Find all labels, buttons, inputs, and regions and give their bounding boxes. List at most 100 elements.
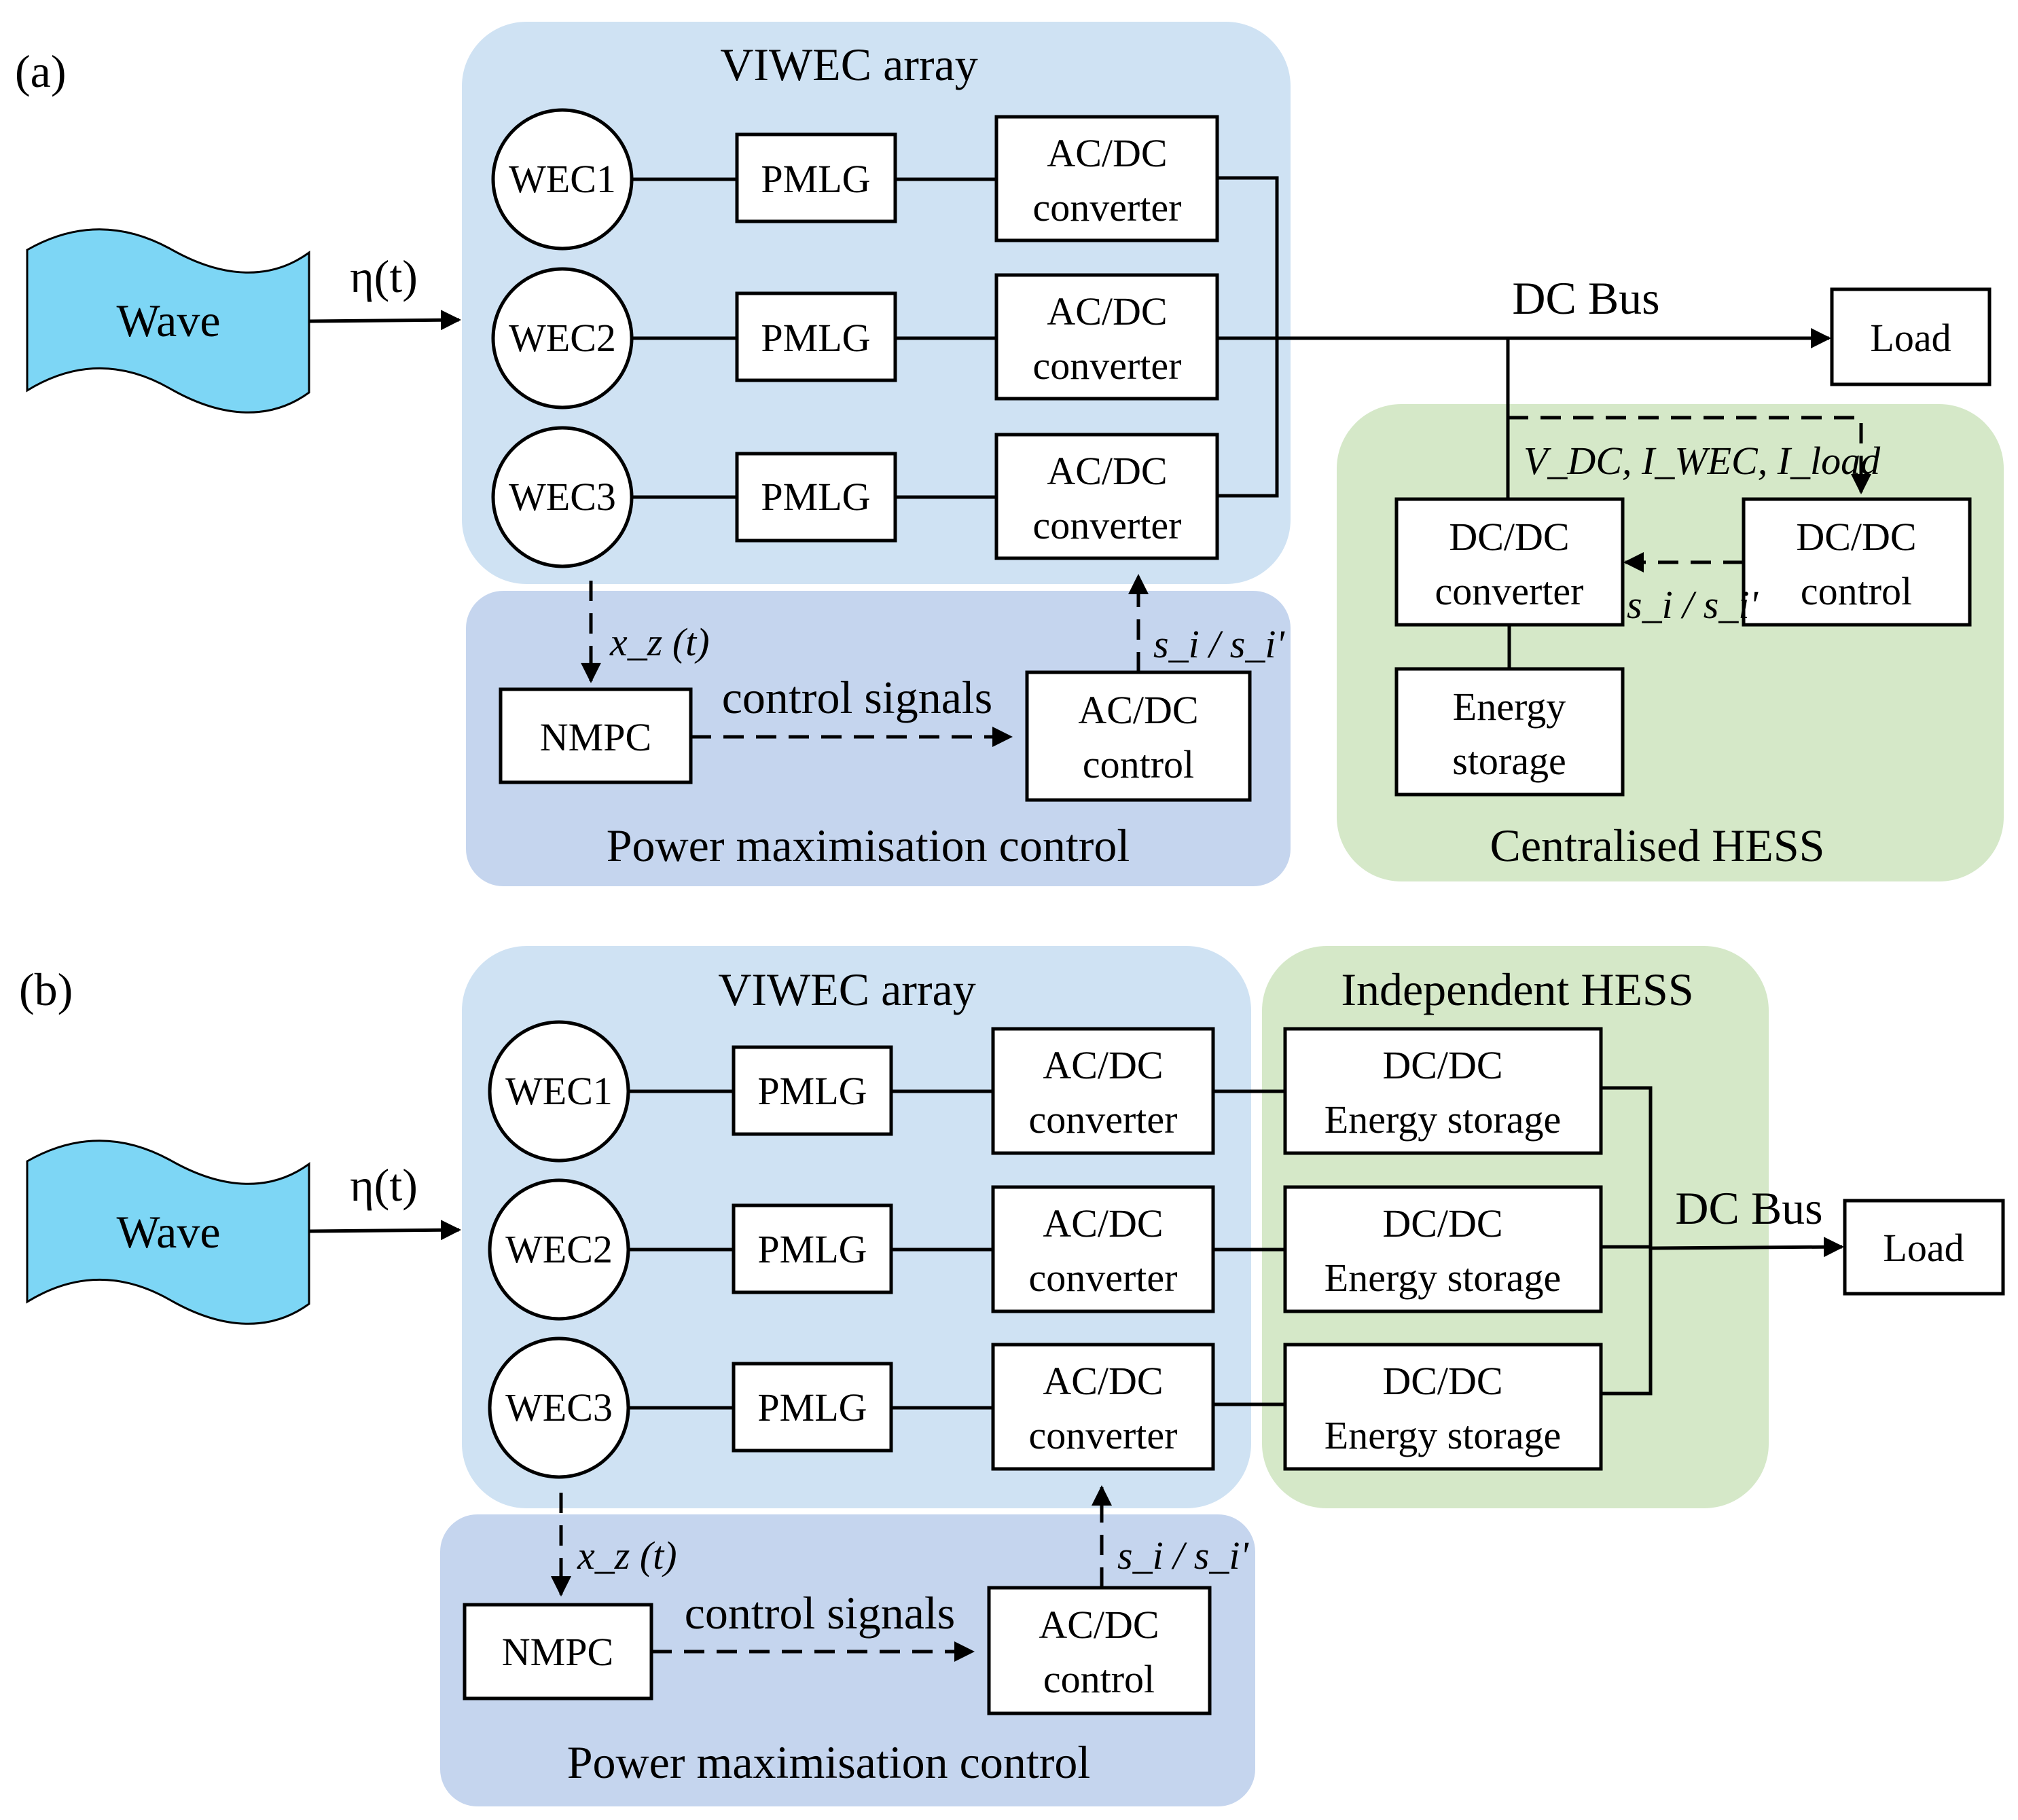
acdc-label-line2: converter [1033, 344, 1182, 388]
pmlg-box-2-b [732, 1203, 893, 1294]
wec-row-1-b: WEC1 PMLG AC/DC converter DC/DC Energy s… [488, 1020, 1603, 1163]
acdc-switch-signal-label-b: s_i / s_i' [1117, 1533, 1249, 1578]
nmpc-label-b: NMPC [502, 1630, 613, 1674]
acdc-control-box-b [987, 1586, 1212, 1715]
wec1-node-b [488, 1020, 630, 1163]
wave-input-arrow-b [308, 1220, 461, 1241]
pmlg-label: PMLG [757, 1385, 867, 1430]
xz-label-b: x_z (t) [577, 1533, 677, 1578]
wec2-node-b [488, 1178, 630, 1321]
wec-row-1-a: WEC1 PMLG AC/DC converter [491, 108, 1219, 251]
wec3-label-a: WEC3 [509, 475, 616, 519]
wave-shape-a [26, 228, 310, 414]
acdc-label-line1: AC/DC [1043, 1201, 1163, 1245]
control-signals-label-b: control signals [685, 1587, 956, 1639]
dcdc-storage-line2: Energy storage [1325, 1256, 1561, 1300]
nmpc-label-a: NMPC [540, 715, 651, 759]
dc-bus-label-a: DC Bus [1512, 272, 1659, 324]
power-max-control-region-a [466, 591, 1291, 886]
energy-storage-line1: Energy [1453, 685, 1566, 729]
viwec-array-title-a: VIWEC array [720, 39, 977, 90]
dcdc-switch-signal-label: s_i / s_i' [1627, 583, 1759, 627]
pmlg-box-1-b [732, 1045, 893, 1136]
wec1-node-a [491, 108, 634, 251]
dcdc-converter-line1: DC/DC [1449, 515, 1569, 559]
dcdc-storage-3-b [1283, 1343, 1603, 1471]
acdc-control-line1: AC/DC [1078, 688, 1198, 732]
wec3-label-b: WEC3 [505, 1385, 613, 1430]
nmpc-box-a [499, 687, 693, 784]
pmlg-box-3-a [735, 452, 897, 543]
acdc-label-line2: converter [1033, 503, 1182, 547]
acdc-converter-3-b [991, 1343, 1215, 1471]
centralised-hess-title: Centralised HESS [1490, 820, 1825, 871]
panel-a-tag: (a) [15, 46, 66, 97]
dcdc-storage-line1: DC/DC [1382, 1043, 1502, 1087]
wec2-node-a [491, 267, 634, 410]
acdc-switch-signal-label-a: s_i / s_i' [1153, 622, 1285, 666]
wec-row-2-a: WEC2 PMLG AC/DC converter [491, 267, 1219, 410]
pmlg-box-3-b [732, 1362, 893, 1453]
acdc-control-box-a [1025, 670, 1252, 802]
panel-b-tag: (b) [19, 964, 73, 1015]
acdc-label-line1: AC/DC [1043, 1359, 1163, 1403]
pmc-title-b: Power maximisation control [567, 1736, 1091, 1788]
dc-bus-line-b [1650, 1237, 1844, 1258]
energy-storage-line2: storage [1452, 739, 1566, 783]
sensor-signals-label: V_DC, I_WEC, I_load [1524, 439, 1881, 483]
acdc-converter-1-b [991, 1027, 1215, 1155]
wave-input-arrow-a [308, 310, 461, 331]
pmlg-label: PMLG [757, 1227, 867, 1271]
acdc-label-line2: converter [1033, 185, 1182, 230]
wec3-node-a [491, 426, 634, 568]
dc-bus-label-b: DC Bus [1675, 1182, 1822, 1234]
wave-label-b: Wave [116, 1206, 220, 1258]
independent-hess-title: Independent HESS [1341, 964, 1693, 1015]
acdc-converter-2-b [991, 1185, 1215, 1313]
wec2-label-a: WEC2 [509, 316, 616, 360]
dcdc-storage-1-b [1283, 1027, 1603, 1155]
viwec-array-title-b: VIWEC array [718, 964, 975, 1015]
pmlg-box-1-a [735, 132, 897, 223]
wec1-label-a: WEC1 [509, 157, 616, 201]
pmlg-label: PMLG [761, 316, 870, 360]
pmlg-label: PMLG [757, 1069, 867, 1113]
acdc-label-line1: AC/DC [1047, 449, 1167, 493]
dcdc-control-line2: control [1801, 569, 1912, 613]
dcdc-converter-line2: converter [1435, 569, 1584, 613]
dcdc-storage-line1: DC/DC [1382, 1201, 1502, 1245]
pmc-title-a: Power maximisation control [607, 820, 1130, 871]
dcdc-storage-line1: DC/DC [1382, 1359, 1502, 1403]
load-label-b: Load [1883, 1226, 1964, 1270]
wec3-node-b [488, 1336, 630, 1479]
acdc-label-line2: converter [1029, 1256, 1178, 1300]
energy-storage-box-a [1394, 667, 1625, 797]
acdc-control-line2: control [1043, 1657, 1155, 1701]
dcdc-storage-2-b [1283, 1185, 1603, 1313]
dcdc-control-line1: DC/DC [1796, 515, 1916, 559]
dcdc-control-box-a [1742, 497, 1972, 627]
wec-row-2-b: WEC2 PMLG AC/DC converter DC/DC Energy s… [488, 1178, 1603, 1321]
acdc-converter-3-a [994, 433, 1219, 560]
load-label-a: Load [1870, 316, 1951, 360]
wave-label-a: Wave [116, 295, 220, 346]
acdc-control-line2: control [1083, 742, 1194, 786]
acdc-label-line1: AC/DC [1043, 1043, 1163, 1087]
wec-row-3-b: WEC3 PMLG AC/DC converter DC/DC Energy s… [488, 1336, 1603, 1479]
wave-shape-b [26, 1140, 310, 1325]
acdc-label-line1: AC/DC [1047, 131, 1167, 175]
xz-label-a: x_z (t) [609, 620, 710, 664]
acdc-label-line2: converter [1029, 1413, 1178, 1457]
panel-a: (a) VIWEC array Wave η(t) WEC1 PMLG AC/D… [15, 22, 2004, 886]
wec-row-3-a: WEC3 PMLG AC/DC converter [491, 426, 1219, 568]
sensor-feedback-arrow [1508, 416, 1871, 494]
pmlg-box-2-a [735, 291, 897, 382]
pmlg-label: PMLG [761, 157, 870, 201]
dcdc-converter-box-a [1394, 497, 1625, 627]
nmpc-box-b [463, 1603, 653, 1700]
collector-bus-b [1601, 1086, 1653, 1396]
dcdc-storage-line2: Energy storage [1325, 1097, 1561, 1142]
wec2-label-b: WEC2 [505, 1227, 613, 1271]
wec1-label-b: WEC1 [505, 1069, 613, 1113]
